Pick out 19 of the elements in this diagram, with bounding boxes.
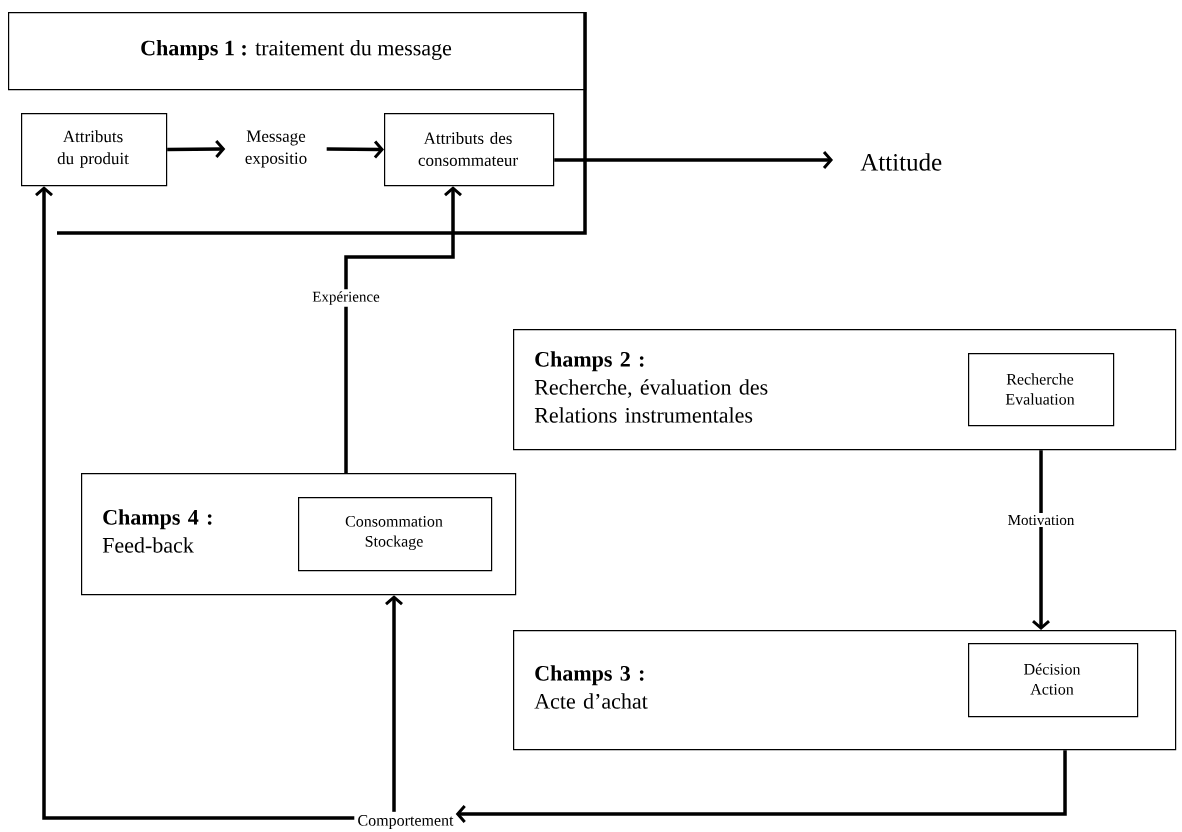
process-box: Attributs des consommateur xyxy=(384,113,555,187)
node-text: Attitude xyxy=(860,153,942,171)
node-text: Comportement xyxy=(358,815,454,829)
arrow xyxy=(455,750,1067,823)
heading-box: Champs 1 : traitement du message xyxy=(8,12,587,91)
arrow xyxy=(344,186,462,473)
process-box: Recherche Evaluation xyxy=(968,353,1115,427)
arrow xyxy=(1032,450,1050,630)
arrow xyxy=(554,151,833,169)
edge-label: Motivation xyxy=(1005,512,1077,528)
process-box: Attributs du produit xyxy=(21,113,168,187)
edge-label: Expérience xyxy=(310,289,382,307)
process-box: Décision Action xyxy=(968,643,1139,718)
arrow xyxy=(326,140,384,159)
arrow xyxy=(385,595,403,812)
node-text: Message expositio xyxy=(245,130,307,168)
arrow xyxy=(167,140,226,159)
process-box: Consommation Stockage xyxy=(298,497,493,572)
arrow xyxy=(35,186,355,820)
